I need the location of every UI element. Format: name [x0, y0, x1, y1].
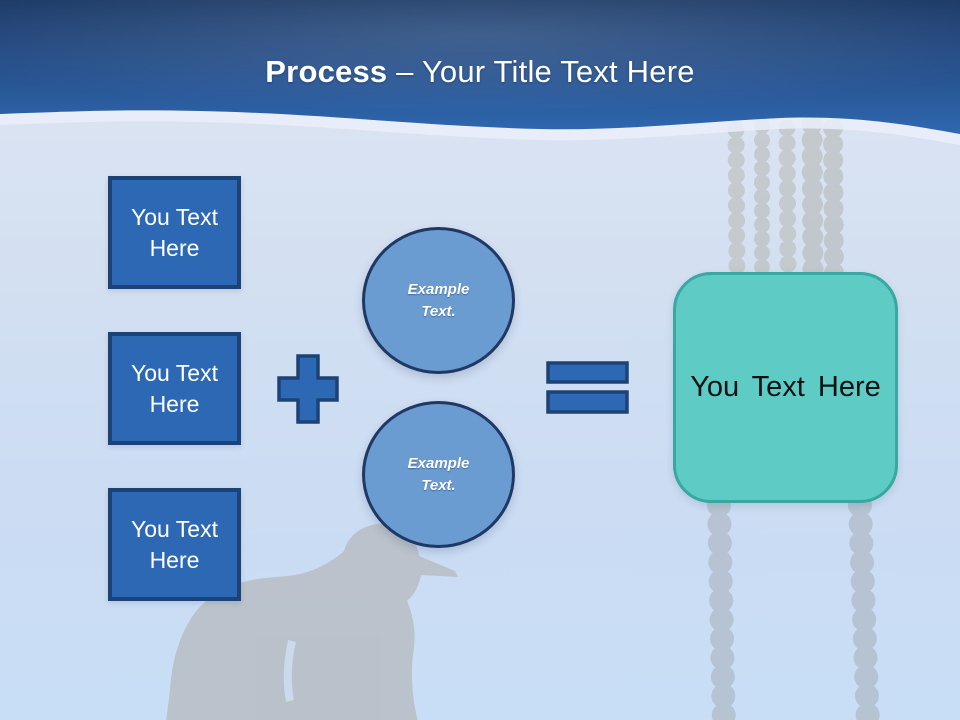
plus-icon [277, 354, 339, 429]
result-box: You Text Here [673, 272, 898, 503]
header-band [0, 0, 960, 145]
process-step-box-3: You Text Here [108, 488, 241, 601]
process-step-box-1: You Text Here [108, 176, 241, 289]
chains-bottom-art [707, 493, 880, 720]
circle-2-label: Example Text. [407, 454, 470, 494]
process-step-box-2: You Text Here [108, 332, 241, 445]
step-2-label: You Text Here [131, 359, 218, 417]
title-emphasis: Process [265, 54, 388, 89]
equals-icon [546, 361, 630, 420]
circle-1-label: Example Text. [407, 280, 470, 320]
title-remainder: – Your Title Text Here [396, 54, 695, 89]
step-3-label: You Text Here [131, 515, 218, 573]
example-circle-2: Example Text. [362, 401, 515, 548]
result-label: You Text Here [690, 371, 881, 403]
example-circle-1: Example Text. [362, 227, 515, 374]
step-1-label: You Text Here [131, 203, 218, 261]
slide-title: Process – Your Title Text Here [0, 54, 960, 90]
